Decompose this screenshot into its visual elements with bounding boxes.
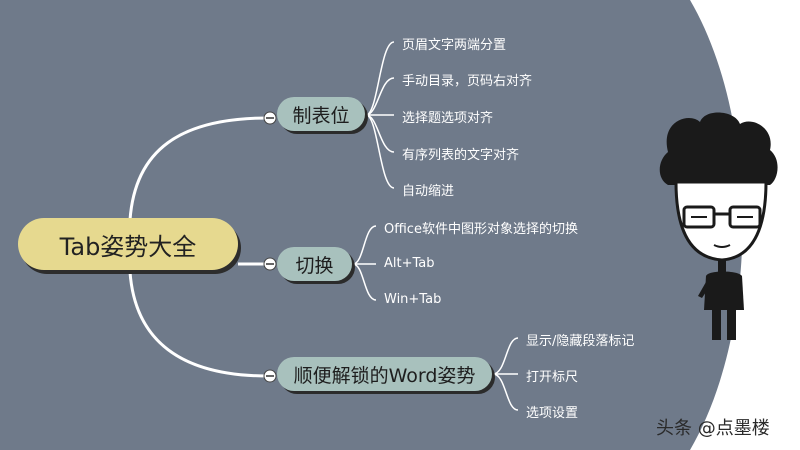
connector-root-to-branch-3 (128, 271, 269, 378)
branch-3-brackets (492, 337, 519, 411)
leaf-item[interactable]: 有序列表的文字对齐 (402, 148, 520, 163)
branch-2-brackets (352, 225, 377, 301)
leaf-item[interactable]: Office软件中图形对象选择的切换 (384, 222, 578, 237)
branch-label: 切换 (295, 254, 334, 277)
connector-root-to-branch-1 (128, 116, 269, 221)
leaf-item[interactable]: 页眉文字两端分置 (402, 38, 507, 53)
watermark: 头条 @点墨楼 (656, 418, 770, 439)
collapse-icon[interactable] (263, 111, 277, 125)
branch-node-tab-stops[interactable]: 制表位 (277, 97, 365, 131)
leaf-item[interactable]: 手动目录，页码右对齐 (402, 74, 533, 89)
root-node-label: Tab姿势大全 (59, 232, 197, 261)
leaf-item[interactable]: 选项设置 (526, 406, 579, 421)
root-node[interactable]: Tab姿势大全 (18, 218, 238, 270)
leaf-item[interactable]: 打开标尺 (526, 370, 579, 385)
branch-label: 制表位 (292, 104, 350, 127)
cartoon-character-illustration (659, 112, 778, 340)
leaf-item[interactable]: Alt+Tab (384, 256, 435, 271)
branch-label: 顺便解锁的Word姿势 (293, 364, 476, 387)
leaf-item[interactable]: 显示/隐藏段落标记 (526, 334, 635, 349)
collapse-icon[interactable] (263, 369, 277, 383)
leaf-item[interactable]: 自动缩进 (402, 184, 455, 199)
leaf-item[interactable]: Win+Tab (384, 292, 442, 307)
leaf-item[interactable]: 选择题选项对齐 (402, 111, 494, 126)
collapse-icon[interactable] (263, 257, 277, 271)
branch-1-brackets (365, 41, 395, 189)
branch-node-switch[interactable]: 切换 (277, 247, 352, 281)
branch-node-word-tips[interactable]: 顺便解锁的Word姿势 (277, 357, 492, 391)
